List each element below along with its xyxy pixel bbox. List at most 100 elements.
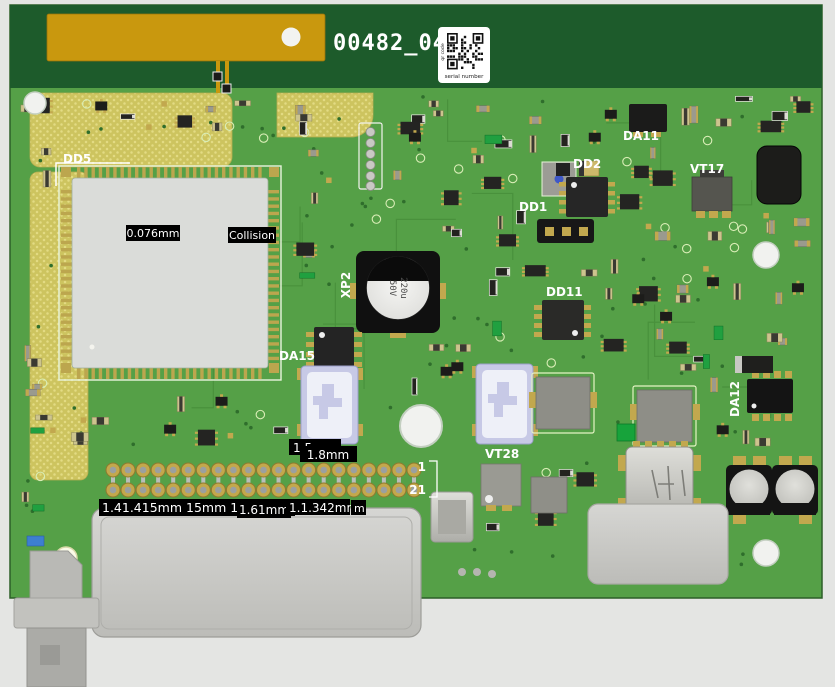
passive-component[interactable]	[649, 147, 656, 159]
passive-component[interactable]	[631, 165, 652, 179]
passive-component[interactable]	[433, 110, 444, 117]
passive-component[interactable]	[31, 383, 43, 390]
passive-component[interactable]	[791, 280, 804, 295]
ic-da11[interactable]	[629, 104, 667, 137]
passive-component[interactable]	[481, 176, 505, 190]
passive-component[interactable]	[495, 267, 511, 277]
passive-component[interactable]	[486, 523, 500, 532]
passive-component[interactable]	[680, 363, 697, 371]
passive-component[interactable]	[496, 234, 520, 247]
passive-component[interactable]	[660, 309, 673, 324]
badge-dim-18[interactable]	[300, 446, 357, 462]
passive-component[interactable]	[558, 469, 574, 477]
passive-component[interactable]	[656, 328, 664, 340]
ic-dd2[interactable]	[556, 160, 615, 217]
passive-component[interactable]	[428, 100, 439, 108]
passive-component[interactable]	[666, 341, 690, 354]
passive-component[interactable]	[42, 170, 52, 188]
badge-collision[interactable]	[228, 227, 276, 243]
btb-connector-left[interactable]	[297, 365, 363, 445]
passive-component[interactable]	[295, 114, 313, 122]
passive-component[interactable]	[494, 139, 513, 149]
gray-chip[interactable]	[530, 476, 568, 514]
passive-component[interactable]	[32, 504, 45, 512]
passive-component[interactable]	[41, 148, 52, 156]
passive-component[interactable]	[768, 219, 775, 235]
electrolytic-capacitor[interactable]: 220u 50V	[350, 251, 446, 338]
passive-component[interactable]	[440, 190, 462, 206]
passive-component[interactable]	[50, 427, 56, 434]
passive-component[interactable]	[497, 215, 504, 230]
supercap-right[interactable]	[772, 456, 818, 524]
passive-component[interactable]	[227, 432, 234, 439]
passive-component[interactable]	[455, 344, 471, 352]
passive-component[interactable]	[560, 134, 570, 147]
passive-component[interactable]	[689, 105, 699, 124]
chip-dd5[interactable]	[55, 162, 282, 381]
passive-component[interactable]	[80, 417, 87, 423]
passive-component[interactable]	[573, 472, 598, 487]
passive-component[interactable]	[581, 269, 598, 277]
passive-component[interactable]	[716, 422, 729, 437]
passive-component[interactable]	[234, 100, 251, 107]
shield-can-left[interactable]	[529, 372, 597, 434]
passive-component[interactable]	[521, 265, 549, 277]
passive-component[interactable]	[616, 194, 643, 210]
shield-can-right[interactable]	[630, 385, 700, 447]
passive-component[interactable]	[451, 359, 464, 374]
passive-component[interactable]	[176, 396, 185, 412]
passive-component[interactable]	[293, 242, 318, 257]
antenna-matching-component[interactable]	[221, 83, 232, 94]
passive-component[interactable]	[771, 111, 788, 121]
passive-component[interactable]	[529, 116, 542, 125]
passive-component[interactable]	[610, 259, 619, 274]
passive-component[interactable]	[299, 121, 308, 136]
passive-component[interactable]	[676, 284, 689, 294]
passive-component[interactable]	[91, 416, 110, 425]
passive-component[interactable]	[397, 121, 424, 135]
passive-component[interactable]	[632, 291, 645, 306]
badge-dim-1342[interactable]	[286, 499, 350, 515]
passive-component[interactable]	[273, 426, 289, 434]
passive-component[interactable]	[492, 320, 502, 337]
passive-component[interactable]	[393, 170, 402, 181]
edge-connector-main[interactable]	[91, 507, 422, 638]
passive-component[interactable]	[215, 394, 228, 409]
passive-component[interactable]	[411, 377, 418, 396]
passive-component[interactable]	[95, 98, 108, 113]
passive-component[interactable]	[26, 358, 42, 367]
pin-strip[interactable]	[358, 122, 383, 191]
passive-component[interactable]	[766, 333, 783, 343]
supercap-left[interactable]	[726, 456, 772, 524]
passive-component[interactable]	[451, 228, 462, 238]
passive-component[interactable]	[472, 155, 484, 164]
passive-component[interactable]	[763, 212, 769, 219]
passive-component[interactable]	[793, 101, 814, 113]
passive-component[interactable]	[713, 325, 724, 340]
passive-component[interactable]	[775, 292, 783, 305]
passive-component[interactable]	[604, 107, 617, 122]
edge-connector-right[interactable]	[587, 503, 729, 585]
passive-component[interactable]	[789, 96, 801, 102]
passive-component[interactable]	[529, 135, 537, 153]
passive-component[interactable]	[703, 266, 709, 272]
passive-component[interactable]	[428, 344, 445, 352]
passive-component[interactable]	[488, 279, 498, 296]
passive-component[interactable]	[25, 389, 41, 397]
passive-component[interactable]	[600, 338, 627, 352]
ic-da12[interactable]	[735, 356, 793, 421]
passive-component[interactable]	[476, 105, 490, 113]
passive-component[interactable]	[120, 113, 136, 120]
passive-component[interactable]	[605, 287, 613, 300]
badge-dim-161[interactable]	[237, 502, 291, 518]
passive-component[interactable]	[757, 120, 785, 133]
pin-header[interactable]	[105, 462, 422, 498]
transistor-vt28[interactable]	[480, 463, 522, 511]
passive-component[interactable]	[645, 223, 652, 230]
passive-component[interactable]	[408, 130, 421, 145]
passive-component[interactable]	[794, 240, 811, 247]
passive-component[interactable]	[588, 130, 601, 145]
passive-component[interactable]	[710, 377, 718, 393]
passive-component[interactable]	[308, 149, 319, 157]
